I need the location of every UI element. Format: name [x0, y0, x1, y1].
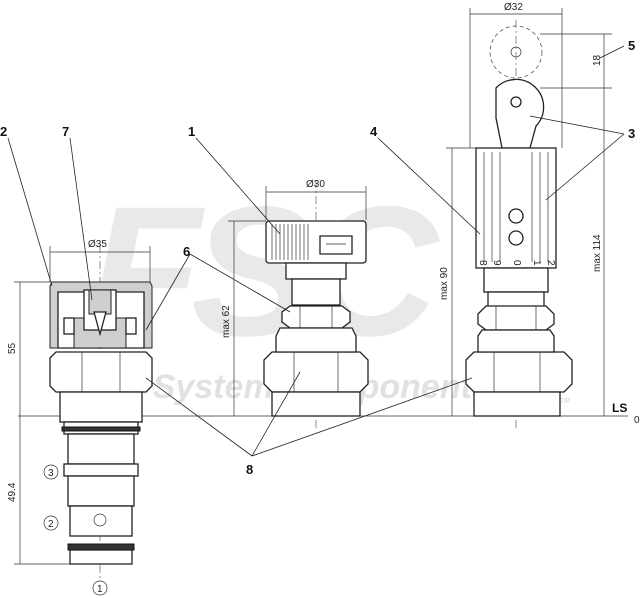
leader-lines — [7, 45, 625, 457]
callout-1: 1 — [188, 124, 195, 139]
callout-4: 4 — [370, 124, 378, 139]
dimension-lines — [14, 8, 612, 565]
dim-height-49-4: 49.4 — [7, 482, 18, 502]
port-1: 1 — [97, 584, 103, 595]
port-labels: 1 2 3 — [43, 464, 108, 596]
callout-3: 3 — [628, 126, 635, 141]
callout-2: 2 — [0, 124, 7, 139]
valve-lever: 8 9 0 1 2 — [465, 20, 573, 428]
callout-6: 6 — [183, 244, 190, 259]
port-3: 3 — [48, 468, 54, 479]
callout-8: 8 — [246, 462, 253, 477]
scale-mark-2: 2 — [545, 260, 556, 266]
knob-knurl — [271, 224, 309, 260]
dim-max-114: max 114 — [592, 234, 603, 272]
dim-max-62: max 62 — [221, 305, 232, 338]
scale-mark-8: 8 — [477, 260, 488, 266]
callout-5: 5 — [628, 38, 635, 53]
scale-mark-9: 9 — [491, 260, 502, 266]
dim-max-90: max 90 — [439, 267, 450, 300]
callout-7: 7 — [62, 124, 69, 139]
watermark-tm: TM — [560, 398, 570, 405]
valve-handknob — [263, 180, 369, 428]
body-ribs — [483, 152, 549, 262]
scale-mark-0: 0 — [511, 260, 522, 266]
dim-diameter-32: Ø32 — [504, 2, 523, 13]
label-zero: 0 — [634, 415, 640, 426]
port-2: 2 — [48, 519, 54, 530]
scale-mark-1: 1 — [531, 260, 542, 266]
dim-diameter-30: Ø30 — [306, 179, 325, 190]
dim-height-55: 55 — [7, 342, 18, 354]
label-ls: LS — [612, 401, 627, 415]
dim-diameter-35: Ø35 — [88, 239, 107, 250]
dim-height-18: 18 — [592, 54, 603, 66]
valve-cartridge-cap — [49, 245, 153, 580]
